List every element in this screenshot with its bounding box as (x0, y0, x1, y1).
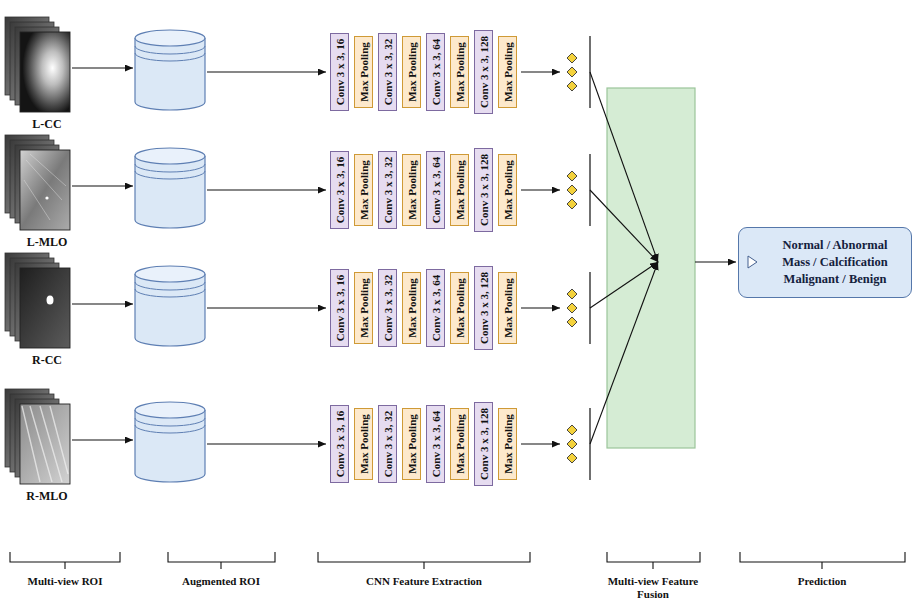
pooling-layer: Max Pooling (498, 36, 517, 108)
conv-layer: Conv 3 x 3, 128 (474, 266, 493, 350)
conv-layer: Conv 3 x 3, 128 (474, 402, 493, 486)
mammogram-view: L-MLO (12, 135, 82, 249)
layer-label: Max Pooling (501, 414, 514, 474)
conv-layer: Conv 3 x 3, 16 (330, 269, 349, 347)
layer-label: Conv 3 x 3, 16 (333, 157, 346, 223)
layer-label: Conv 3 x 3, 32 (381, 157, 394, 223)
layer-label: Conv 3 x 3, 32 (381, 275, 394, 341)
layer-label: Conv 3 x 3, 16 (333, 275, 346, 341)
conv-layer: Conv 3 x 3, 16 (330, 405, 349, 483)
pooling-layer: Max Pooling (450, 36, 469, 108)
layer-label: Conv 3 x 3, 128 (477, 154, 490, 226)
layer-label: Conv 3 x 3, 64 (429, 411, 442, 477)
layer-label: Max Pooling (453, 278, 466, 338)
layer-label: Max Pooling (501, 278, 514, 338)
conv-layer: Conv 3 x 3, 64 (426, 269, 445, 347)
layer-label: Max Pooling (405, 160, 418, 220)
conv-layer: Conv 3 x 3, 16 (330, 151, 349, 229)
pooling-layer: Max Pooling (354, 272, 373, 344)
layer-label: Max Pooling (357, 414, 370, 474)
pooling-layer: Max Pooling (498, 408, 517, 480)
layer-label: Conv 3 x 3, 64 (429, 39, 442, 105)
view-label: L-CC (12, 117, 82, 131)
layer-label: Conv 3 x 3, 64 (429, 157, 442, 223)
conv-layer: Conv 3 x 3, 64 (426, 151, 445, 229)
conv-layer: Conv 3 x 3, 64 (426, 405, 445, 483)
pooling-layer: Max Pooling (354, 154, 373, 226)
layer-label: Max Pooling (453, 414, 466, 474)
stage-label: Multi-view ROI (0, 575, 130, 588)
play-triangle (747, 255, 758, 269)
mammogram-view: R-MLO (12, 389, 82, 503)
stage-label: CNN Feature Extraction (344, 575, 504, 588)
layer-label: Max Pooling (453, 160, 466, 220)
layer-label: Max Pooling (453, 42, 466, 102)
pooling-layer: Max Pooling (450, 272, 469, 344)
layer-label: Max Pooling (405, 414, 418, 474)
mammogram-view: L-CC (12, 17, 82, 131)
conv-layer: Conv 3 x 3, 32 (378, 269, 397, 347)
layer-label: Max Pooling (357, 42, 370, 102)
pooling-layer: Max Pooling (402, 272, 421, 344)
layer-label: Conv 3 x 3, 128 (477, 272, 490, 344)
class-label: Normal / Abnormal (767, 237, 903, 254)
mammogram-view: R-CC (12, 253, 82, 367)
pooling-layer: Max Pooling (498, 154, 517, 226)
layer-label: Conv 3 x 3, 16 (333, 39, 346, 105)
stage-label: Augmented ROI (156, 575, 286, 588)
pooling-layer: Max Pooling (354, 36, 373, 108)
pooling-layer: Max Pooling (498, 272, 517, 344)
layer-label: Max Pooling (357, 278, 370, 338)
layer-label: Max Pooling (501, 42, 514, 102)
class-label: Mass / Calcification (767, 254, 903, 271)
conv-layer: Conv 3 x 3, 128 (474, 148, 493, 232)
layer-label: Max Pooling (357, 160, 370, 220)
view-label: L-MLO (12, 235, 82, 249)
layer-label: Conv 3 x 3, 128 (477, 36, 490, 108)
pooling-layer: Max Pooling (402, 408, 421, 480)
pooling-layer: Max Pooling (402, 36, 421, 108)
layer-label: Conv 3 x 3, 32 (381, 39, 394, 105)
view-label: R-CC (12, 353, 82, 367)
prediction-box: Normal / AbnormalMass / CalcificationMal… (738, 227, 912, 298)
conv-layer: Conv 3 x 3, 32 (378, 151, 397, 229)
layer-label: Conv 3 x 3, 64 (429, 275, 442, 341)
layer-label: Conv 3 x 3, 16 (333, 411, 346, 477)
layer-label: Conv 3 x 3, 32 (381, 411, 394, 477)
stage-label: Prediction (747, 575, 897, 588)
pooling-layer: Max Pooling (354, 408, 373, 480)
pooling-layer: Max Pooling (450, 408, 469, 480)
conv-layer: Conv 3 x 3, 64 (426, 33, 445, 111)
conv-layer: Conv 3 x 3, 128 (474, 30, 493, 114)
layer-label: Max Pooling (405, 278, 418, 338)
view-label: R-MLO (12, 489, 82, 503)
stage-label: Multi-view Feature Fusion (598, 575, 708, 601)
pooling-layer: Max Pooling (450, 154, 469, 226)
conv-layer: Conv 3 x 3, 32 (378, 405, 397, 483)
conv-layer: Conv 3 x 3, 32 (378, 33, 397, 111)
layer-label: Max Pooling (405, 42, 418, 102)
layer-label: Max Pooling (501, 160, 514, 220)
conv-layer: Conv 3 x 3, 16 (330, 33, 349, 111)
class-label: Malignant / Benign (767, 271, 903, 288)
pooling-layer: Max Pooling (402, 154, 421, 226)
layer-label: Conv 3 x 3, 128 (477, 408, 490, 480)
